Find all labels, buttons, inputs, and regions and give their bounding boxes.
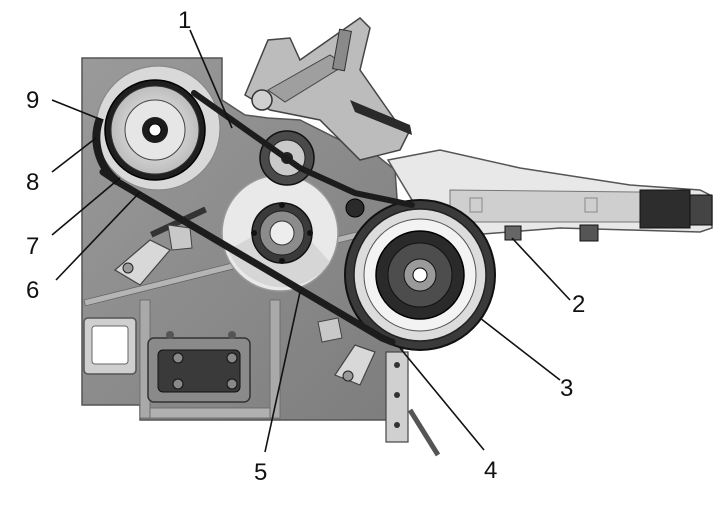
- access-cover: [147, 331, 251, 403]
- callout-4: 4: [484, 457, 497, 484]
- leader-5: [264, 291, 301, 453]
- leader-4: [399, 347, 485, 451]
- callout-6: 6: [26, 277, 39, 304]
- tensioner-bracket-right: [317, 317, 376, 386]
- drive-belt: [92, 90, 415, 346]
- fan-pulley-assembly: [95, 65, 221, 191]
- callout-8: 8: [26, 169, 39, 196]
- callout-2: 2: [572, 291, 585, 318]
- inspection-window: [83, 317, 137, 375]
- leader-9: [51, 99, 103, 121]
- support-post: [385, 351, 441, 457]
- callout-labels: 1 2 3 4 5 6 7 8 9: [26, 7, 585, 486]
- leader-lines: [51, 29, 571, 453]
- callout-5: 5: [254, 459, 267, 486]
- upper-linkage: [244, 17, 412, 161]
- leader-7: [51, 177, 121, 236]
- leader-3: [479, 317, 561, 381]
- main-pulley-assembly: [344, 199, 496, 351]
- tensioner-bracket-left: [113, 206, 207, 286]
- callout-7: 7: [26, 233, 39, 260]
- leader-8: [51, 137, 97, 173]
- callout-1: 1: [178, 7, 191, 34]
- callout-3: 3: [560, 375, 573, 402]
- leader-1: [189, 29, 233, 129]
- center-disc: [221, 174, 339, 292]
- leader-2: [511, 237, 571, 301]
- callout-9: 9: [26, 87, 39, 114]
- leader-6: [55, 191, 141, 281]
